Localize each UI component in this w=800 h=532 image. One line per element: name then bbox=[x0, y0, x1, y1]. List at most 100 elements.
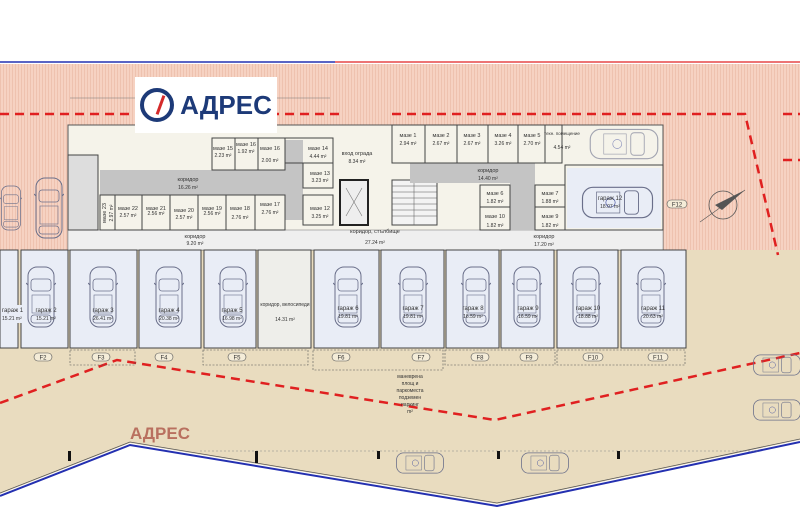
room-area: 1.92 m² bbox=[238, 149, 255, 155]
parking-outlines bbox=[69, 349, 686, 371]
room-label: мазе 4 bbox=[495, 133, 512, 139]
elevator-cross bbox=[345, 187, 363, 217]
note-line: паркоместа bbox=[396, 388, 423, 394]
compass-icon bbox=[699, 189, 746, 223]
room-label: мазе 17 bbox=[260, 202, 280, 208]
garage-label: гараж 11 bbox=[641, 306, 666, 312]
garage-10 bbox=[556, 249, 619, 349]
room-label: мазе 20 bbox=[174, 208, 194, 214]
room-area: 14.40 m² bbox=[478, 176, 498, 182]
garage-area: 18.88 m² bbox=[578, 314, 598, 320]
room-label: мазе 18 bbox=[230, 206, 250, 212]
room-area: 1.82 m² bbox=[487, 223, 504, 229]
room-area: 2.56 m² bbox=[148, 211, 165, 217]
stair-well-left bbox=[67, 154, 99, 231]
garage-3 bbox=[69, 249, 138, 349]
garage-labels: гараж 1 15.21 m² гараж 2 15.21 m² гараж … bbox=[1, 302, 666, 323]
logo-mark-icon bbox=[140, 88, 175, 122]
garage-1 bbox=[0, 249, 19, 349]
room-label: мазе 1 bbox=[400, 133, 417, 139]
room-label: мазе 15 bbox=[213, 146, 233, 152]
stairs-steps bbox=[392, 180, 437, 225]
garage-9 bbox=[500, 249, 555, 349]
note-line: маневрена bbox=[397, 374, 423, 380]
logo-text: АДРЕС bbox=[180, 89, 272, 120]
room-area: 27.24 m² bbox=[365, 240, 385, 246]
parking-tag: F4 bbox=[160, 356, 168, 362]
room-label: мазе 3 bbox=[464, 133, 481, 139]
parking-tag-labels: F2 F3 F4 F5 F6 F7 F8 F9 F10 F11 F12 bbox=[39, 203, 682, 362]
room-label: мазе 16 bbox=[236, 142, 256, 148]
rooms-left: мазе 15 2.23 m² мазе 16 1.92 m² мазе 16 … bbox=[102, 142, 400, 247]
garage-area: 15.21 m² bbox=[36, 316, 56, 322]
staircase bbox=[391, 179, 438, 226]
room-area: 1.82 m² bbox=[542, 223, 559, 229]
room-label: мазе 14 bbox=[308, 146, 328, 152]
room-label: мазе 9 bbox=[542, 214, 559, 220]
room-area: 2.67 m² bbox=[464, 141, 481, 147]
garage-5 bbox=[203, 249, 257, 349]
room-label: мазе 12 bbox=[310, 206, 330, 212]
garage-4 bbox=[138, 249, 202, 349]
garage-label: гараж 9 bbox=[517, 306, 539, 312]
room-label: мазе 19 bbox=[202, 206, 222, 212]
room-area: 2.23 m² bbox=[215, 153, 232, 159]
room-label: мазе 13 bbox=[310, 171, 330, 177]
garage-area: 16.98 m² bbox=[222, 316, 242, 322]
parking-tag: F9 bbox=[525, 356, 533, 362]
room-area: 9.20 m² bbox=[187, 241, 204, 247]
parking-tag: F10 bbox=[588, 356, 599, 362]
room-area: 2.97 m² bbox=[109, 204, 115, 221]
garage-label: гараж 10 bbox=[576, 306, 601, 312]
note-line: подземен bbox=[399, 395, 422, 401]
garage-area: 19.81 m² bbox=[403, 314, 423, 320]
rooms-right: мазе 1 2.94 m² мазе 2 2.67 m² мазе 3 2.6… bbox=[400, 131, 654, 248]
corridor-left bbox=[100, 170, 300, 195]
room-area: 2.56 m² bbox=[204, 211, 221, 217]
garage-label: гараж 4 bbox=[158, 308, 180, 314]
bollards bbox=[68, 451, 620, 463]
room-area: 4.44 m² bbox=[310, 154, 327, 160]
room-label: коридор bbox=[534, 234, 555, 240]
garage-area: 19.81 m² bbox=[338, 314, 358, 320]
garage-label: гараж 5 bbox=[221, 308, 243, 314]
garage-label: гараж 7 bbox=[402, 306, 424, 312]
note-line: m² bbox=[407, 409, 413, 415]
driveway-edge bbox=[0, 441, 800, 508]
room-area: 2.70 m² bbox=[524, 141, 541, 147]
garage-label: гараж 8 bbox=[462, 306, 484, 312]
room-label: вход ограда bbox=[342, 151, 374, 157]
room-label: мазе 5 bbox=[524, 133, 541, 139]
brand-logo: АДРЕС bbox=[135, 77, 277, 133]
room-area: 16.26 m² bbox=[178, 185, 198, 191]
parking-tag: F12 bbox=[672, 203, 683, 209]
corridor-area: 14.31 m² bbox=[275, 317, 295, 323]
parking-tags bbox=[33, 199, 688, 362]
room-label: коридор bbox=[478, 168, 499, 174]
room-label: коридор bbox=[185, 234, 206, 240]
garage-11 bbox=[620, 249, 687, 349]
room-area: 2.57 m² bbox=[120, 213, 137, 219]
watermark-text: АДРЕС bbox=[130, 424, 190, 443]
bicycle-corridor bbox=[257, 249, 312, 349]
garage-area: 20.38 m² bbox=[159, 316, 179, 322]
garage-area: 18.07 m² bbox=[600, 204, 620, 210]
garage-area: 15.21 m² bbox=[2, 316, 22, 322]
garages bbox=[0, 249, 687, 349]
garage-6 bbox=[313, 249, 380, 349]
garage-1-label-bg bbox=[1, 305, 25, 323]
room-label: мазе 6 bbox=[487, 191, 504, 197]
room-label: мазе 16 bbox=[260, 146, 280, 152]
garage-area: 20.63 m² bbox=[643, 314, 663, 320]
parking-tag: F2 bbox=[39, 356, 47, 362]
garage-label: гараж 12 bbox=[598, 196, 623, 202]
garage-label: гараж 3 bbox=[92, 308, 114, 314]
corridor-left-vertical bbox=[285, 140, 303, 220]
garage-area: 16.59 m² bbox=[463, 314, 483, 320]
room-area: 8.34 m² bbox=[349, 159, 366, 165]
room-area: 2.57 m² bbox=[176, 215, 193, 221]
garage-area: 16.59 m² bbox=[518, 314, 538, 320]
parking-tag: F8 bbox=[476, 356, 484, 362]
